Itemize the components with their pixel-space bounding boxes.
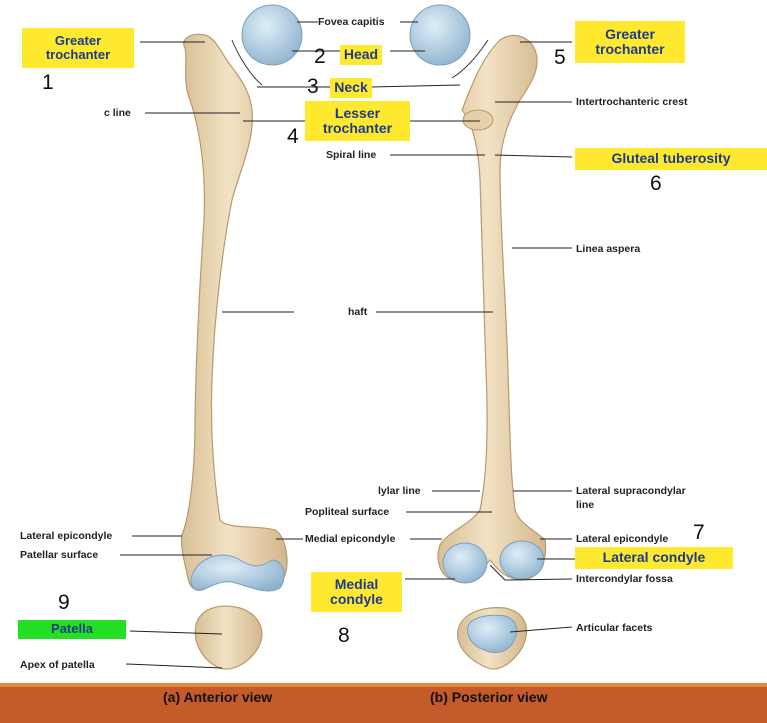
label-intertrochanteric-line: c line — [104, 107, 131, 119]
anterior-femur-body — [180, 33, 288, 591]
number-5: 5 — [554, 46, 566, 69]
highlight-medial-condyle: Medial condyle — [311, 572, 402, 612]
label-intertrochanteric-crest: Intertrochanteric crest — [576, 96, 688, 108]
highlight-text: Neck — [334, 79, 368, 96]
leader-lines — [120, 21, 575, 669]
highlight-neck: Neck — [330, 78, 372, 98]
highlight-text: trochanter — [322, 120, 393, 136]
highlight-text: Lesser — [334, 104, 381, 121]
posterior-articular-facets — [467, 614, 518, 653]
highlight-lateral-condyle: Lateral condyle — [575, 547, 733, 569]
label-intercondylar-fossa: Intercondylar fossa — [576, 573, 673, 585]
label-spiral-line: Spiral line — [326, 149, 377, 161]
caption-anterior-view: (a) Anterior view — [163, 689, 273, 705]
anterior-femur-head — [241, 4, 303, 66]
anterior-patella — [194, 605, 263, 670]
highlight-text: trochanter — [595, 41, 665, 57]
anterior-femur — [180, 4, 303, 670]
caption-posterior-view: (b) Posterior view — [430, 689, 548, 705]
number-4: 4 — [287, 125, 299, 148]
label-popliteal-surface: Popliteal surface — [305, 506, 390, 518]
number-9: 9 — [58, 591, 70, 614]
label-shaft: haft — [348, 306, 368, 318]
posterior-femur-body — [437, 35, 547, 581]
highlight-text: Gluteal tuberosity — [611, 150, 731, 167]
highlight-head: Head — [340, 45, 382, 65]
highlight-text: Head — [343, 46, 379, 63]
posterior-femur-head — [409, 4, 471, 66]
label-patellar-surface: Patellar surface — [20, 549, 99, 561]
anterior-patellar-surface — [190, 554, 285, 592]
highlight-lesser-trochanter: Lesser trochanter — [305, 101, 410, 141]
footer-bar — [0, 683, 767, 723]
label-lateral-supracondylar-line-1: Lateral supracondylar — [576, 485, 686, 497]
highlight-text: Patella — [51, 621, 93, 637]
label-lateral-epicondyle-posterior: Lateral epicondyle — [576, 533, 669, 545]
number-3: 3 — [307, 75, 319, 98]
posterior-lesser-trochanter — [462, 109, 494, 131]
label-articular-facets: Articular facets — [576, 622, 653, 634]
number-8: 8 — [338, 624, 350, 647]
label-lateral-supracondylar-line-2: line — [576, 499, 595, 511]
highlight-text: Greater — [605, 25, 655, 42]
posterior-femur — [409, 4, 547, 670]
highlight-greater-trochanter-anterior: Greater trochanter — [22, 28, 134, 68]
label-medial-supracondylar-line: lylar line — [378, 485, 421, 497]
highlight-greater-trochanter-posterior: Greater trochanter — [575, 21, 685, 63]
anterior-femur-neck-outline — [231, 39, 263, 86]
highlight-patella: Patella — [18, 620, 126, 639]
posterior-lateral-condyle — [499, 540, 545, 580]
highlight-text: Lateral condyle — [602, 549, 706, 566]
number-2: 2 — [314, 45, 326, 68]
label-medial-epicondyle: Medial epicondyle — [305, 533, 396, 545]
posterior-femur-neck-outline — [451, 39, 489, 79]
label-linea-aspera: Linea aspera — [576, 243, 641, 255]
label-fovea-capitis: Fovea capitis — [318, 16, 385, 28]
number-7: 7 — [693, 521, 705, 544]
number-1: 1 — [42, 71, 54, 94]
label-apex-of-patella: Apex of patella — [20, 659, 95, 671]
highlight-text: Medial — [334, 575, 379, 592]
label-lateral-epicondyle-anterior: Lateral epicondyle — [20, 530, 113, 542]
highlight-text: condyle — [330, 591, 383, 607]
posterior-medial-condyle — [442, 542, 488, 584]
highlight-gluteal-tuberosity: Gluteal tuberosity — [575, 148, 767, 170]
highlight-text: Greater — [54, 32, 102, 48]
number-6: 6 — [650, 172, 662, 195]
highlight-text: trochanter — [45, 47, 111, 62]
